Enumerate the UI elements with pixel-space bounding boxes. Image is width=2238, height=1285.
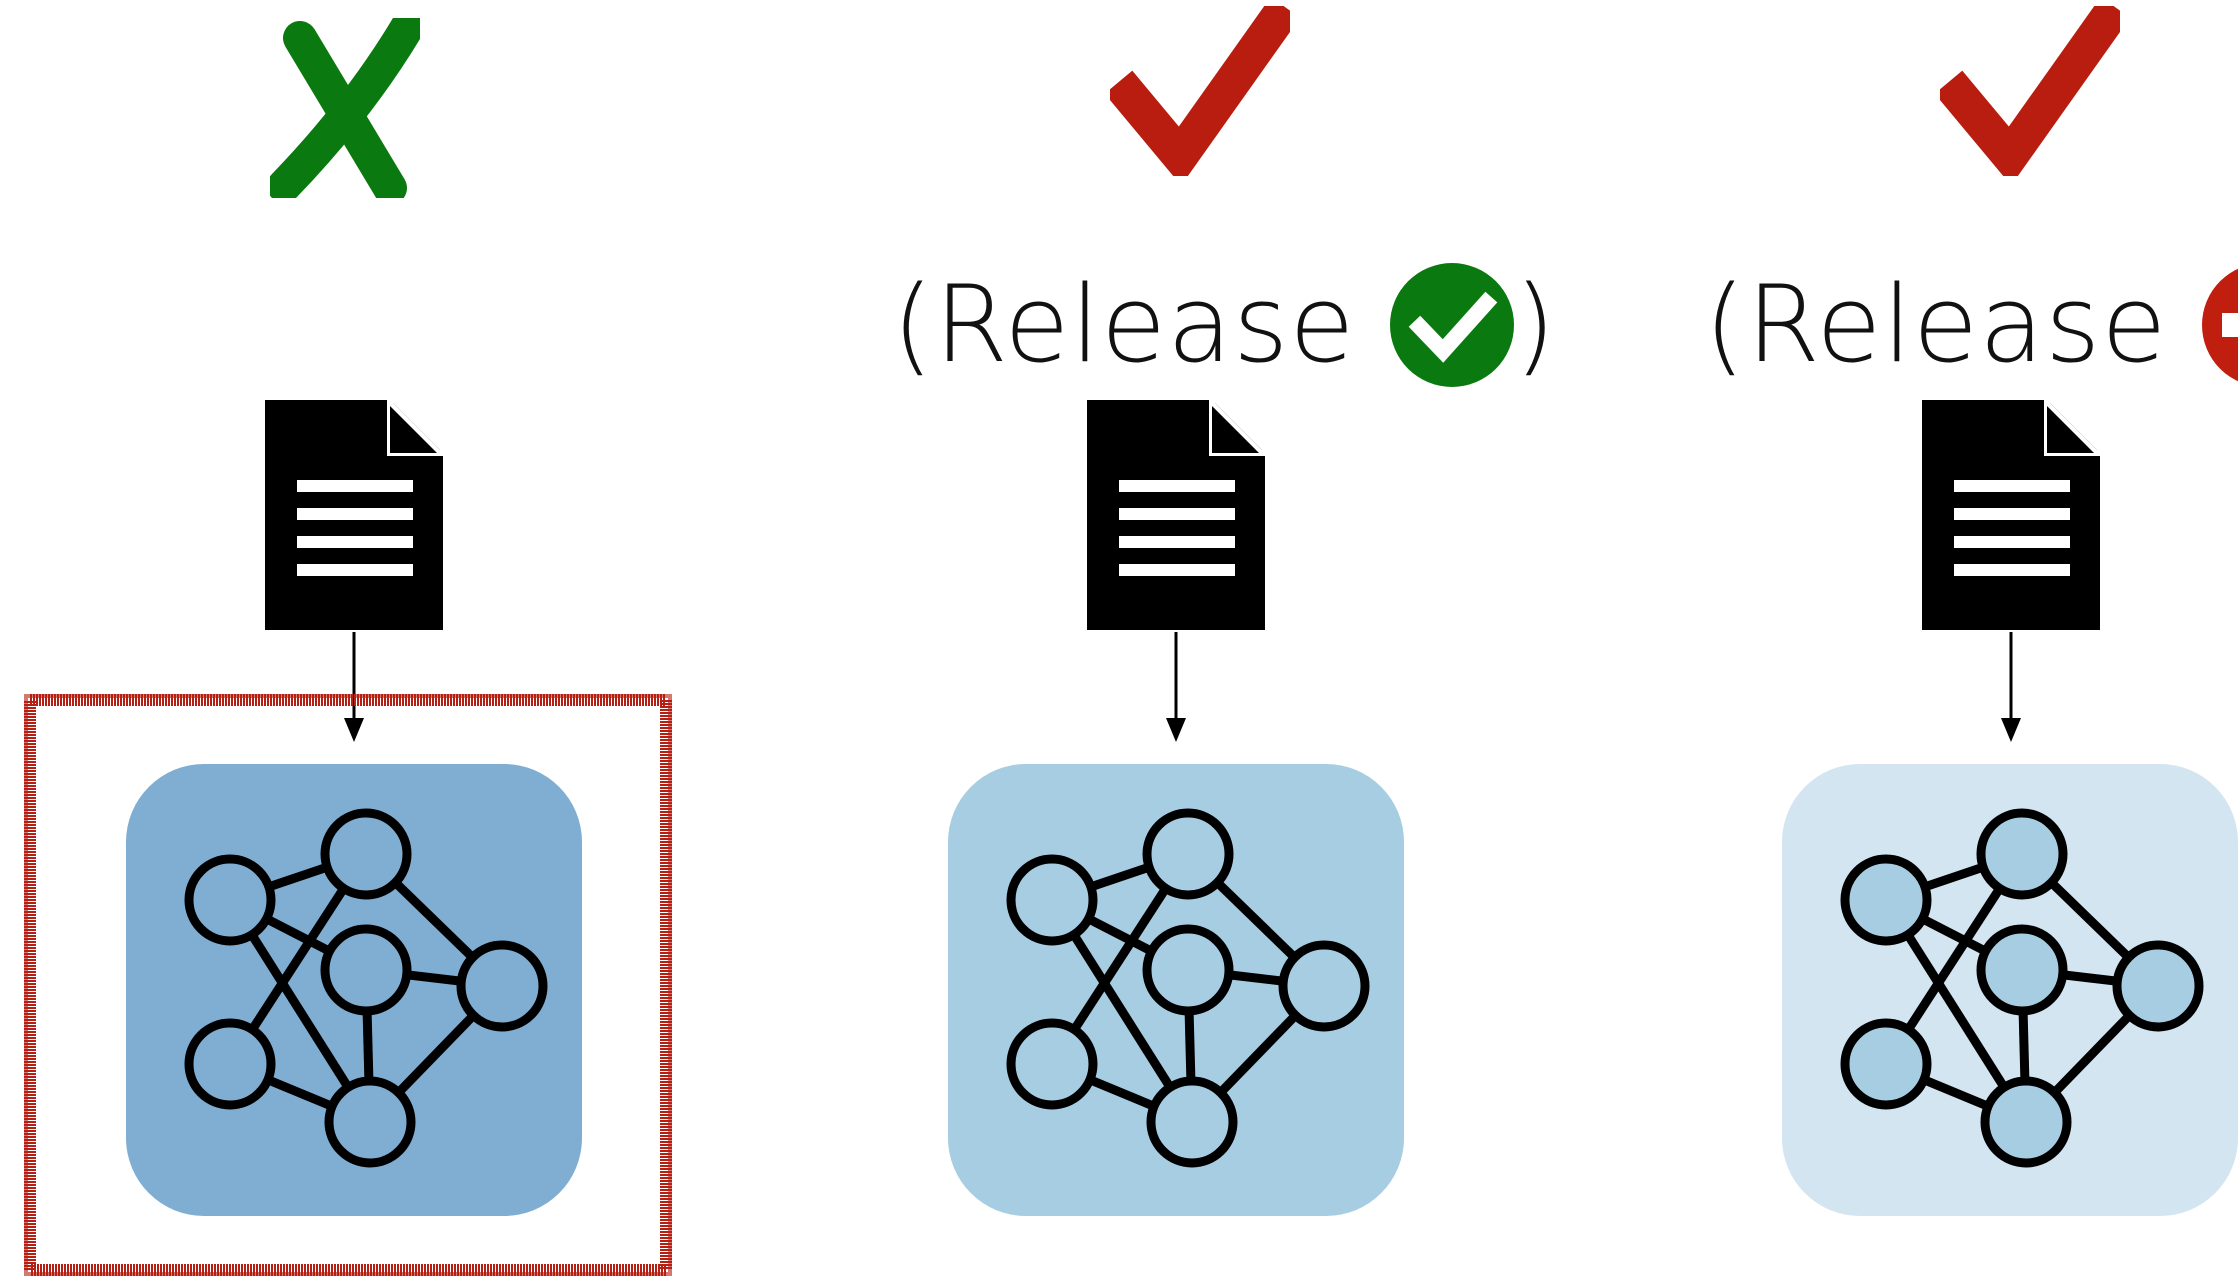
document-icon	[1922, 400, 2100, 630]
x-mark-icon	[270, 18, 420, 198]
arrow-down-icon	[2001, 632, 2021, 742]
panel-release-blocked: (Release	[1530, 0, 2238, 1285]
arrow-down-icon	[1166, 632, 1186, 742]
document-icon	[265, 400, 443, 630]
check-circle-icon	[1390, 263, 1515, 388]
release-text: (Release	[1704, 263, 2168, 386]
model-box	[948, 764, 1404, 1216]
minus-circle-icon	[2202, 269, 2238, 382]
panel-release-approved: (Release )	[800, 0, 1556, 1285]
model-box	[126, 764, 582, 1216]
model-box	[1782, 764, 2238, 1216]
check-mark-icon	[1110, 6, 1290, 176]
neural-network-icon	[184, 808, 548, 1168]
arrow-down-icon	[344, 632, 364, 742]
document-icon	[1087, 400, 1265, 630]
release-text: (Release	[892, 263, 1356, 386]
check-mark-icon	[1940, 6, 2120, 176]
neural-network-icon	[1840, 808, 2204, 1168]
panel-unreleased	[0, 0, 780, 1285]
closing-paren: )	[1514, 263, 1557, 386]
highlight-frame	[24, 694, 672, 1276]
neural-network-icon	[1006, 808, 1370, 1168]
release-label: (Release )	[892, 263, 1557, 388]
release-label: (Release	[1704, 265, 2238, 387]
